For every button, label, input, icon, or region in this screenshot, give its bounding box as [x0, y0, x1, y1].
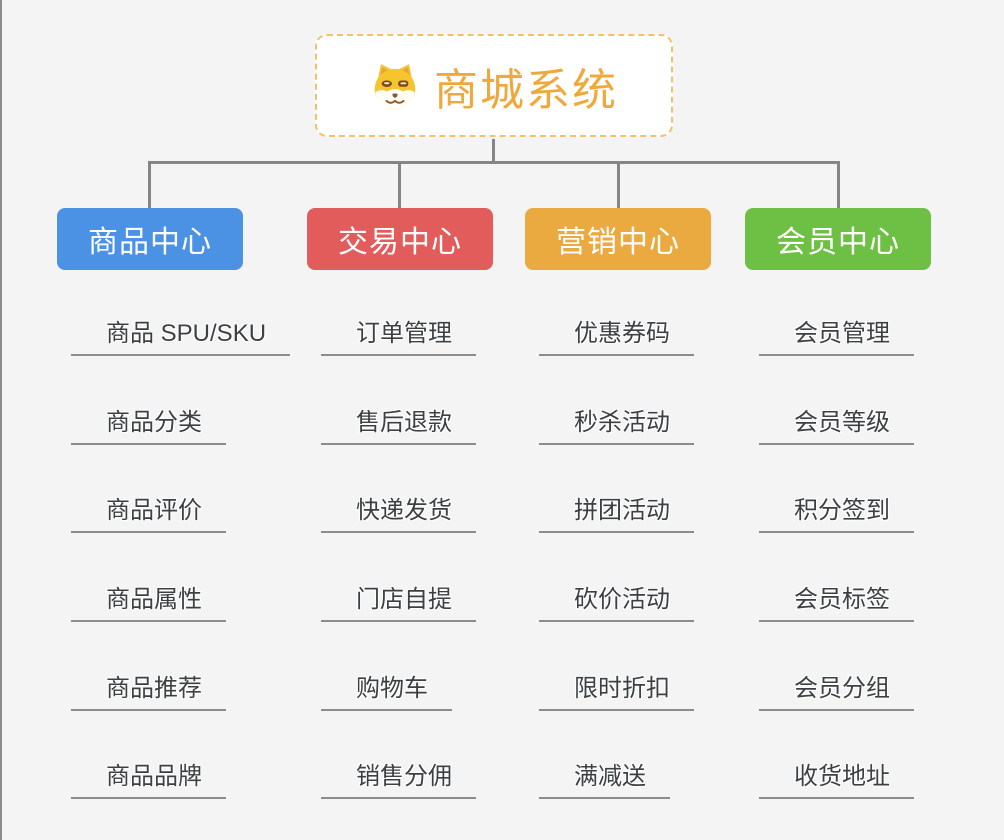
connector-drop-line — [398, 161, 401, 209]
connector-horizontal-line — [148, 161, 840, 164]
topic-node[interactable]: 商品推荐 — [71, 674, 226, 711]
root-title: 商城系统 — [434, 65, 618, 115]
topic-node[interactable]: 商品品牌 — [71, 762, 226, 799]
topic-node[interactable]: 售后退款 — [321, 408, 476, 445]
topic-node[interactable]: 门店自提 — [321, 585, 476, 622]
topic-node[interactable]: 商品分类 — [71, 408, 226, 445]
topic-node[interactable]: 商品属性 — [71, 585, 226, 622]
branch-label: 会员中心 — [776, 226, 900, 259]
connector-branch-trunk — [0, 0, 2, 530]
root-node[interactable]: 商城系统 — [315, 34, 673, 137]
topic-node[interactable]: 限时折扣 — [539, 674, 694, 711]
branch-node-member-center[interactable]: 会员中心 — [745, 208, 931, 270]
branch-node-product-center[interactable]: 商品中心 — [57, 208, 243, 270]
connector-drop-line — [837, 161, 840, 209]
connector-root-stub — [492, 139, 495, 163]
topic-node[interactable]: 订单管理 — [321, 319, 476, 356]
topic-node[interactable]: 购物车 — [321, 674, 452, 711]
topic-node[interactable]: 满减送 — [539, 762, 670, 799]
topic-node[interactable]: 会员等级 — [759, 408, 914, 445]
topic-node[interactable]: 秒杀活动 — [539, 408, 694, 445]
topic-node[interactable]: 会员管理 — [759, 319, 914, 356]
topic-node[interactable]: 优惠券码 — [539, 319, 694, 356]
connector-drop-line — [617, 161, 620, 209]
topic-node[interactable]: 拼团活动 — [539, 496, 694, 533]
branch-label: 营销中心 — [556, 226, 680, 259]
branch-label: 交易中心 — [338, 226, 462, 259]
topic-node[interactable]: 收货地址 — [759, 762, 914, 799]
topic-node[interactable]: 会员分组 — [759, 674, 914, 711]
connector-branch-trunk — [0, 530, 2, 840]
topic-node[interactable]: 砍价活动 — [539, 585, 694, 622]
branch-label: 商品中心 — [88, 226, 212, 259]
connector-drop-line — [148, 161, 151, 209]
topic-node[interactable]: 商品 SPU/SKU — [71, 319, 291, 356]
topic-node[interactable]: 商品评价 — [71, 496, 226, 533]
shiba-dog-icon — [374, 63, 416, 109]
topic-node[interactable]: 快递发货 — [321, 496, 476, 533]
branch-node-marketing-center[interactable]: 营销中心 — [525, 208, 711, 270]
topic-node[interactable]: 积分签到 — [759, 496, 914, 533]
branch-node-trade-center[interactable]: 交易中心 — [307, 208, 493, 270]
topic-node[interactable]: 销售分佣 — [321, 762, 476, 799]
topic-node[interactable]: 会员标签 — [759, 585, 914, 622]
